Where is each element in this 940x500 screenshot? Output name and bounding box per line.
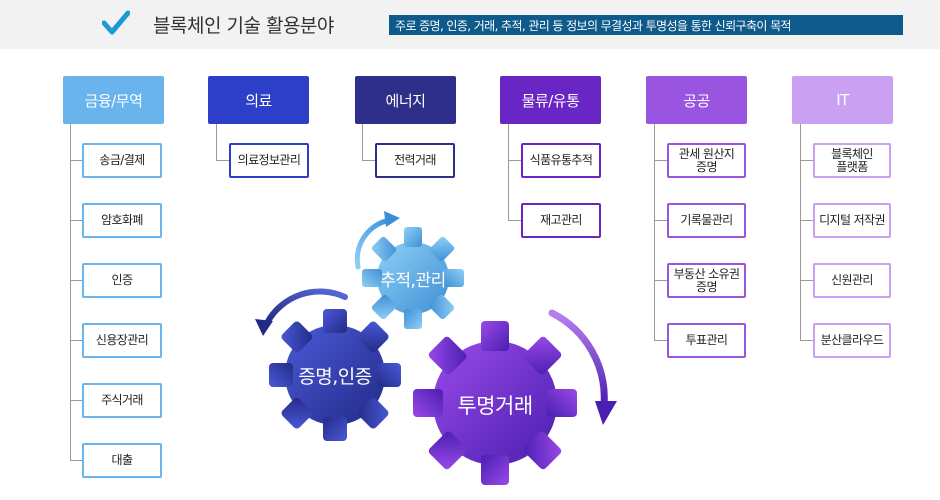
connector-line [654,124,655,341]
connector-line [508,124,509,221]
item-real-estate: 부동산 소유권 증명 [667,263,746,298]
connector-line [70,460,82,461]
item-blockchain-platform: 블록체인 플랫폼 [813,143,891,178]
subtitle-banner [389,15,903,35]
arrow-icon-purple [548,309,608,409]
item-authentication: 인증 [82,263,162,298]
category-header-energy: 에너지 [355,76,456,124]
arrow-head [384,211,400,227]
connector-line [508,220,522,221]
item-records: 기록물관리 [667,203,746,238]
arrow-head [595,401,617,425]
gear-icon-tracking [362,227,464,329]
connector-line [800,160,814,161]
item-voting: 투표관리 [667,323,746,358]
category-header-medical: 의료 [208,76,309,124]
arrow-icon-light [354,217,393,270]
item-remittance: 송금/결제 [82,143,162,178]
connector-line [362,160,376,161]
connector-line [70,340,82,341]
connector-line [800,280,814,281]
item-letter-of-credit: 신용장관리 [82,323,162,358]
item-distributed-cloud: 분산클라우드 [813,323,891,358]
item-inventory: 재고관리 [521,203,601,238]
item-cryptocurrency: 암호화폐 [82,203,162,238]
connector-line [654,160,668,161]
connector-line [70,124,71,461]
gear-label-transparency: 투명거래 [457,394,533,418]
arrow-icon-navy [264,288,348,326]
subtitle-text: 주로 증명, 인증, 거래, 추적, 관리 등 정보의 무결성과 투명성을 통한… [395,19,792,33]
item-medical-info: 의료정보관리 [229,143,309,178]
gear-icon-certification [269,309,401,441]
item-food-tracking: 식품유통추적 [521,143,601,178]
gear-icon-transparency [413,321,577,485]
category-header-public: 공공 [646,76,747,124]
item-stock-trading: 주식거래 [82,383,162,418]
connector-line [70,280,82,281]
connector-line [70,220,82,221]
connector-line [216,124,217,161]
connector-line [70,160,82,161]
connector-line [362,124,363,161]
page-title: 블록체인 기술 활용분야 [153,15,334,37]
category-header-it: IT [792,76,893,124]
arrow-head [255,319,273,336]
item-loan: 대출 [82,443,162,478]
category-header-finance: 금융/무역 [63,76,164,124]
connector-line [70,400,82,401]
connector-line [800,124,801,341]
gears-illustration [255,211,617,485]
connector-line [654,280,668,281]
connector-line [654,220,668,221]
connector-line [216,160,230,161]
gear-label-tracking: 추적,관리 [380,271,446,291]
item-customs-origin: 관세 원산지 증명 [667,143,746,178]
item-power-trading: 전력거래 [375,143,455,178]
connector-line [800,340,814,341]
check-icon [102,10,130,35]
connector-line [654,340,668,341]
item-identity: 신원관리 [813,263,891,298]
item-digital-copyright: 디지털 저작권 [813,203,891,238]
category-header-logistics: 물류/유통 [500,76,601,124]
gear-label-certification: 증명,인증 [298,366,372,388]
connector-line [508,160,522,161]
connector-line [800,220,814,221]
